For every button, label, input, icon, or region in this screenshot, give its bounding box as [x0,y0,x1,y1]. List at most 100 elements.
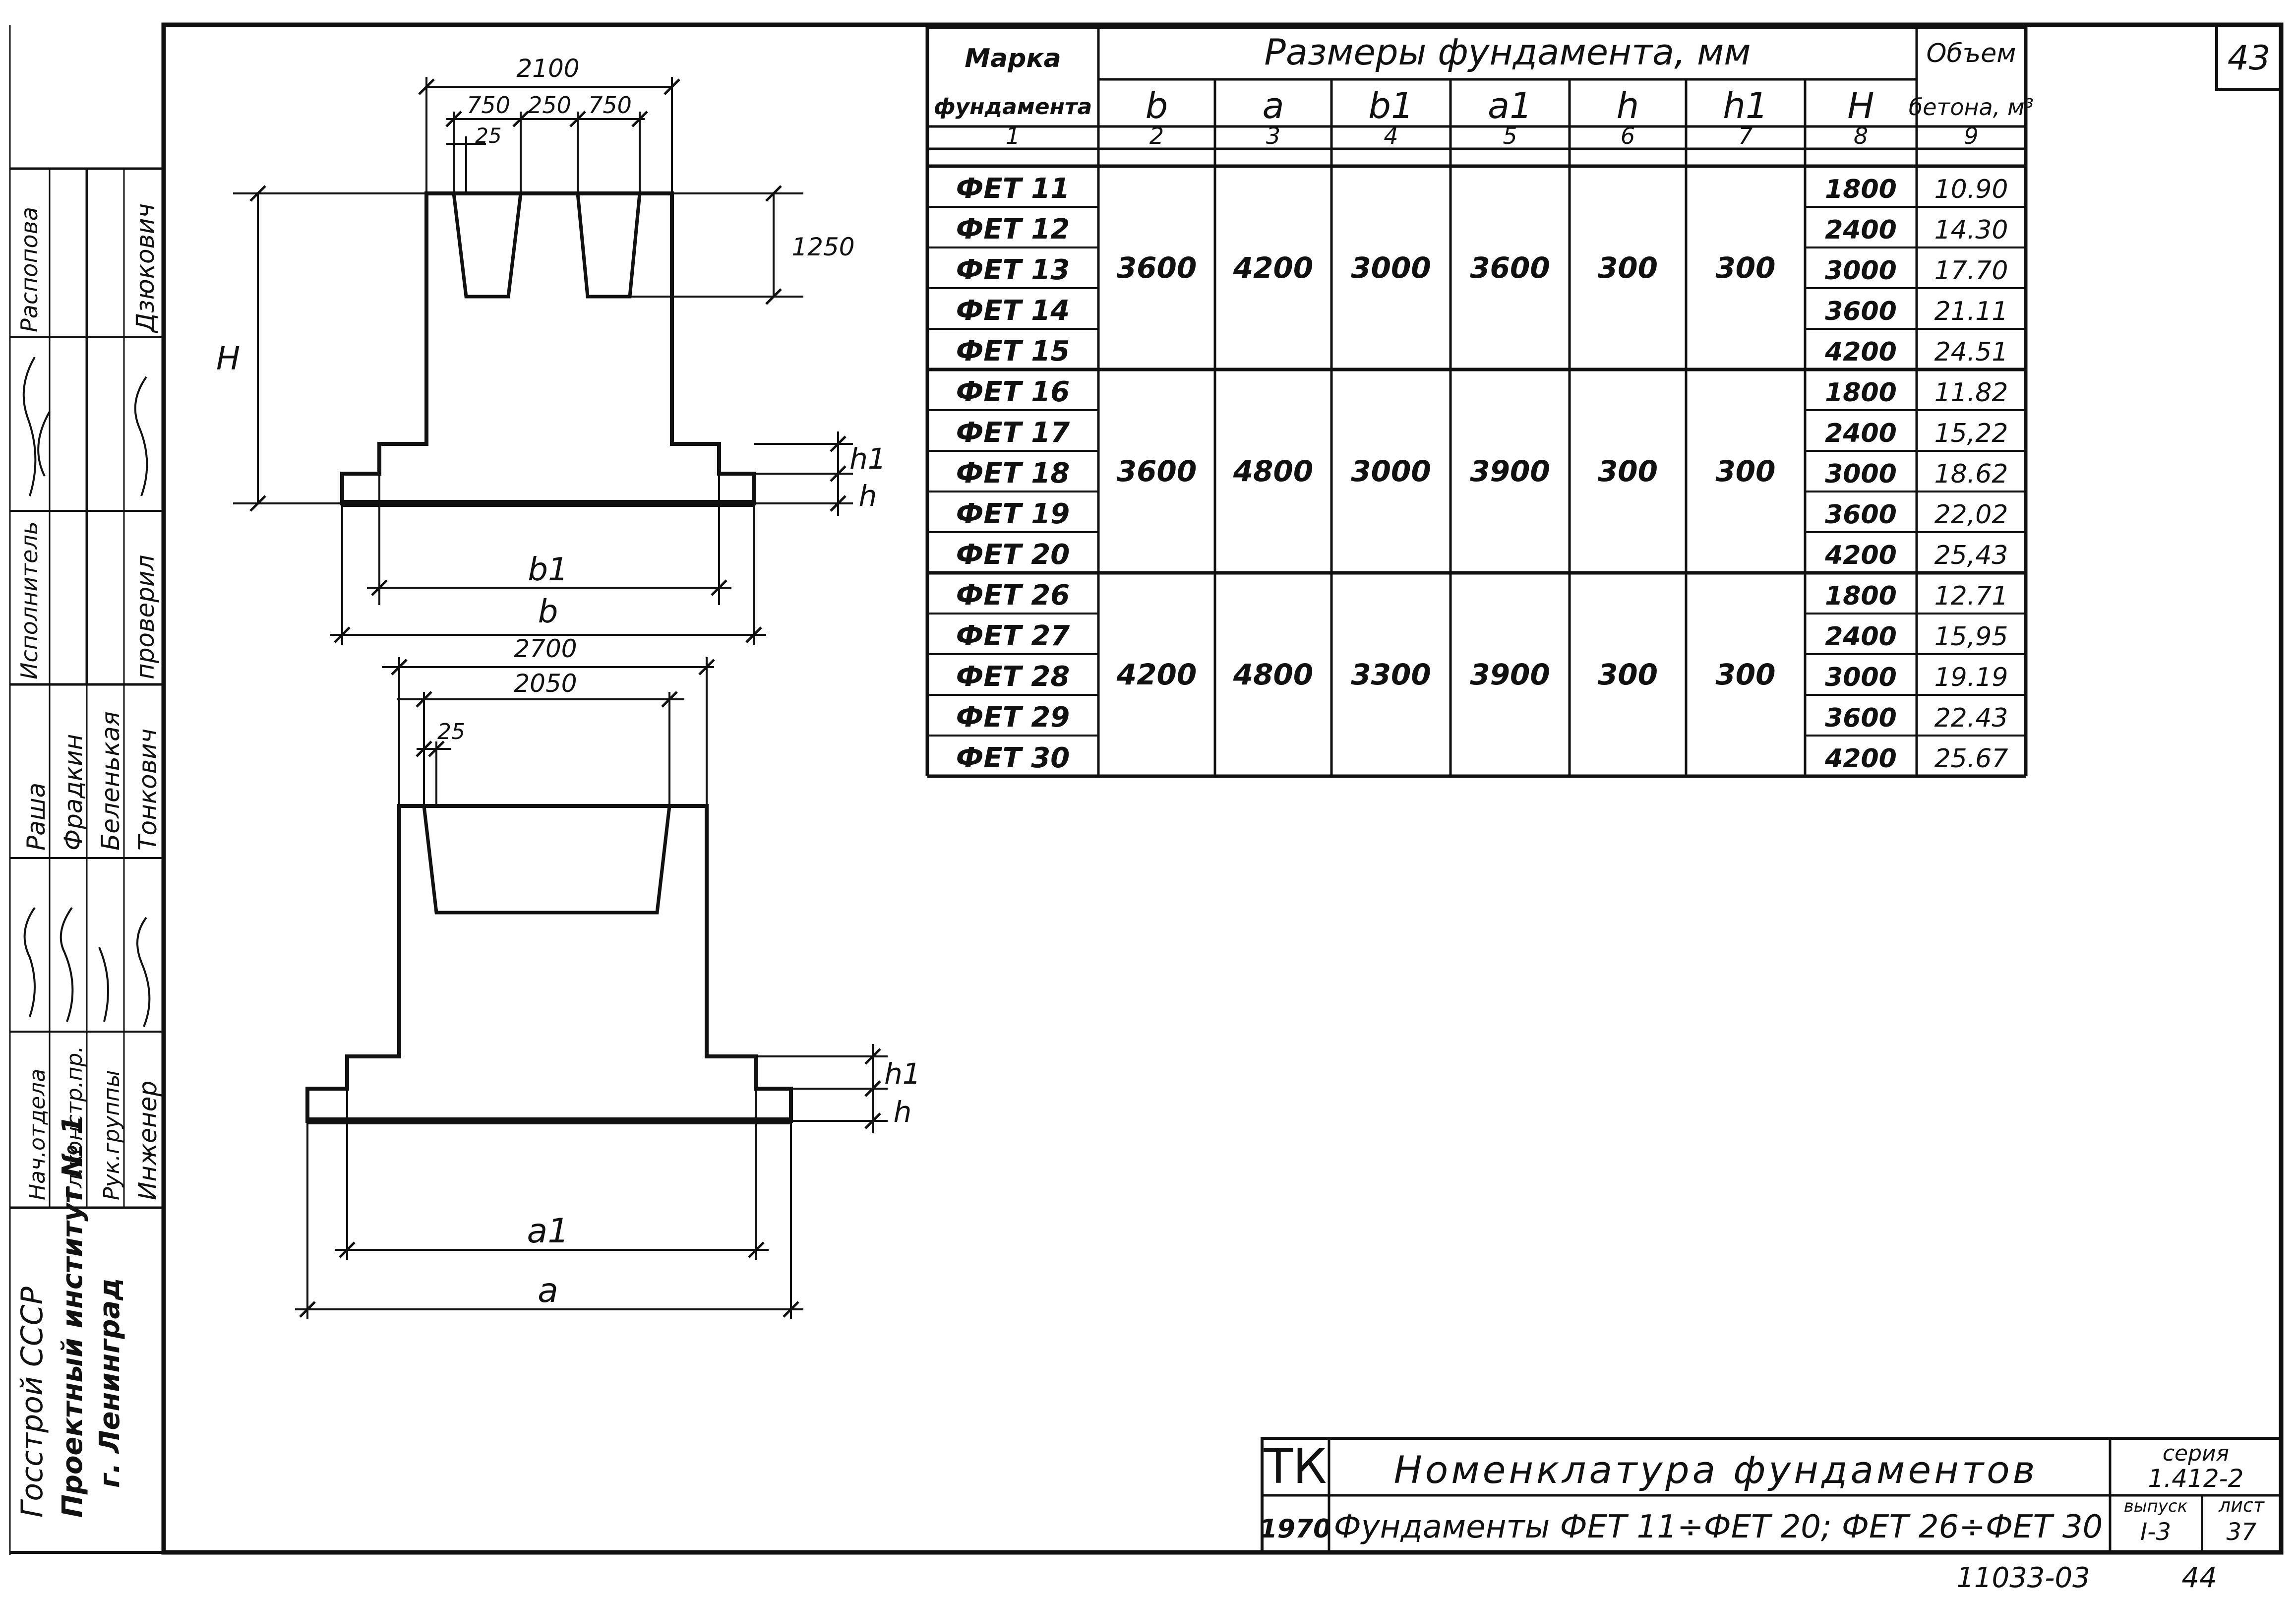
archive-number: 11033-03 [1956,1562,2090,1594]
dim-b1: b1 [528,552,568,588]
col-label-h1: h1 [1723,85,1768,126]
sheet-label: лист [2218,1494,2265,1516]
section-drawing-a: 2700 2050 25 h1 h a1 a [295,634,921,1319]
cell-b: 4200 [1116,658,1197,691]
cell-H: 1800 [1825,581,1897,611]
socket-wide [422,805,671,915]
cell-h1: 300 [1715,658,1775,691]
cell-mark: ФЕТ 18 [956,457,1070,490]
tk-label: ТК [1264,1439,1327,1494]
stamp-name-4: Тонкович [133,729,162,851]
issue-label: выпуск [2124,1496,2188,1516]
dim-25: 25 [475,123,501,148]
col-number-1: 1 [1006,123,1020,149]
col-label-H: H [1847,85,1874,126]
header-volume-2: бетона, м³ [1909,94,2034,121]
cell-mark: ФЕТ 11 [956,173,1070,205]
issue-value: I-3 [2140,1518,2171,1546]
dim-750-left: 750 [467,92,510,119]
cell-H: 2400 [1825,419,1897,448]
cell-H: 4200 [1824,337,1897,367]
col-number-2: 2 [1149,123,1164,149]
cell-volume: 25.67 [1934,744,2008,774]
dim-1250: 1250 [791,233,854,261]
header-mark-2: фундамента [934,94,1092,120]
cell-volume: 12.71 [1934,581,2008,611]
cell-H: 2400 [1825,215,1897,245]
cell-H: 1800 [1825,378,1897,408]
cell-a: 4200 [1233,251,1313,285]
cell-h1: 300 [1715,251,1775,285]
col-number-6: 6 [1621,123,1635,149]
cell-volume: 22,02 [1934,500,2008,530]
cell-volume: 25,43 [1934,541,2008,570]
cell-H: 3000 [1825,459,1897,489]
cell-volume: 15,95 [1934,622,2008,652]
stamp-role-2: Гл.констр.пр. [62,1046,87,1200]
stamp-executor-name: Распопова [16,207,43,332]
cell-b: 3600 [1117,251,1197,285]
stamp-role-4: Инженер [133,1081,162,1200]
page-number: 44 [2181,1562,2217,1594]
cell-H: 3000 [1825,663,1897,692]
stamp-role-1: Нач.отдела [25,1069,50,1200]
dim-b: b [538,594,558,630]
foundation-outline-b [340,191,756,505]
cell-mark: ФЕТ 20 [956,539,1070,571]
cell-H: 1800 [1825,175,1897,204]
cell-mark: ФЕТ 15 [956,335,1070,368]
cell-b1: 3000 [1351,251,1431,285]
cell-volume: 10.90 [1934,175,2008,204]
cell-volume: 17.70 [1934,256,2008,286]
dim-a1: a1 [527,1212,569,1251]
col-number-7: 7 [1738,123,1752,149]
cell-mark: ФЕТ 16 [956,376,1070,408]
stamp-executor-signature [22,356,51,496]
cell-mark: ФЕТ 19 [956,498,1070,530]
stamp-executor-label: Исполнитель [16,521,43,679]
dim-2100: 2100 [516,54,579,83]
cell-volume: 19.19 [1934,663,2008,692]
cell-a1: 3900 [1470,658,1550,691]
cell-H: 3000 [1825,256,1897,286]
col-number-4: 4 [1384,123,1398,149]
cell-h: 300 [1598,251,1658,285]
sheet-frame: 43 [9,22,2284,1555]
dim-H: H [216,341,240,377]
cell-mark: ФЕТ 13 [956,254,1070,286]
cell-volume: 18.62 [1934,459,2008,489]
series-label: серия [2163,1441,2229,1466]
col-number-9: 9 [1964,123,1978,149]
col-label-b: b [1146,85,1168,126]
cell-mark: ФЕТ 14 [956,295,1070,327]
col-number-3: 3 [1266,123,1280,149]
cell-H: 3600 [1825,500,1897,530]
cell-H: 3600 [1825,297,1897,326]
cell-b: 3600 [1117,454,1197,488]
cell-mark: ФЕТ 28 [956,661,1070,693]
cell-b1: 3300 [1351,658,1431,691]
cell-mark: ФЕТ 29 [956,701,1070,734]
cell-h: 300 [1598,658,1658,691]
col-label-b1: b1 [1368,85,1414,126]
socket-right [576,193,642,299]
stamp-name-2: Фрадкин [59,734,88,851]
cell-H: 4200 [1824,541,1897,570]
dim-2050: 2050 [514,669,577,698]
stamp-org-line2: Проектный институт № 1 [57,1115,89,1518]
series-value: 1.412-2 [2148,1464,2244,1493]
cell-mark: ФЕТ 26 [956,579,1070,612]
stamp-org-line1: Госстрой СССР [15,1286,50,1518]
col-number-5: 5 [1503,123,1517,149]
stamp-role-3: Рук.группы [99,1070,124,1201]
dim-250: 250 [528,92,571,119]
cell-H: 4200 [1824,744,1897,774]
cell-volume: 11.82 [1934,378,2008,408]
cell-mark: ФЕТ 27 [956,620,1070,652]
cell-volume: 14.30 [1934,215,2008,245]
header-dims: Размеры фундамента, мм [1264,31,1751,73]
foundation-outline-a [305,804,793,1123]
